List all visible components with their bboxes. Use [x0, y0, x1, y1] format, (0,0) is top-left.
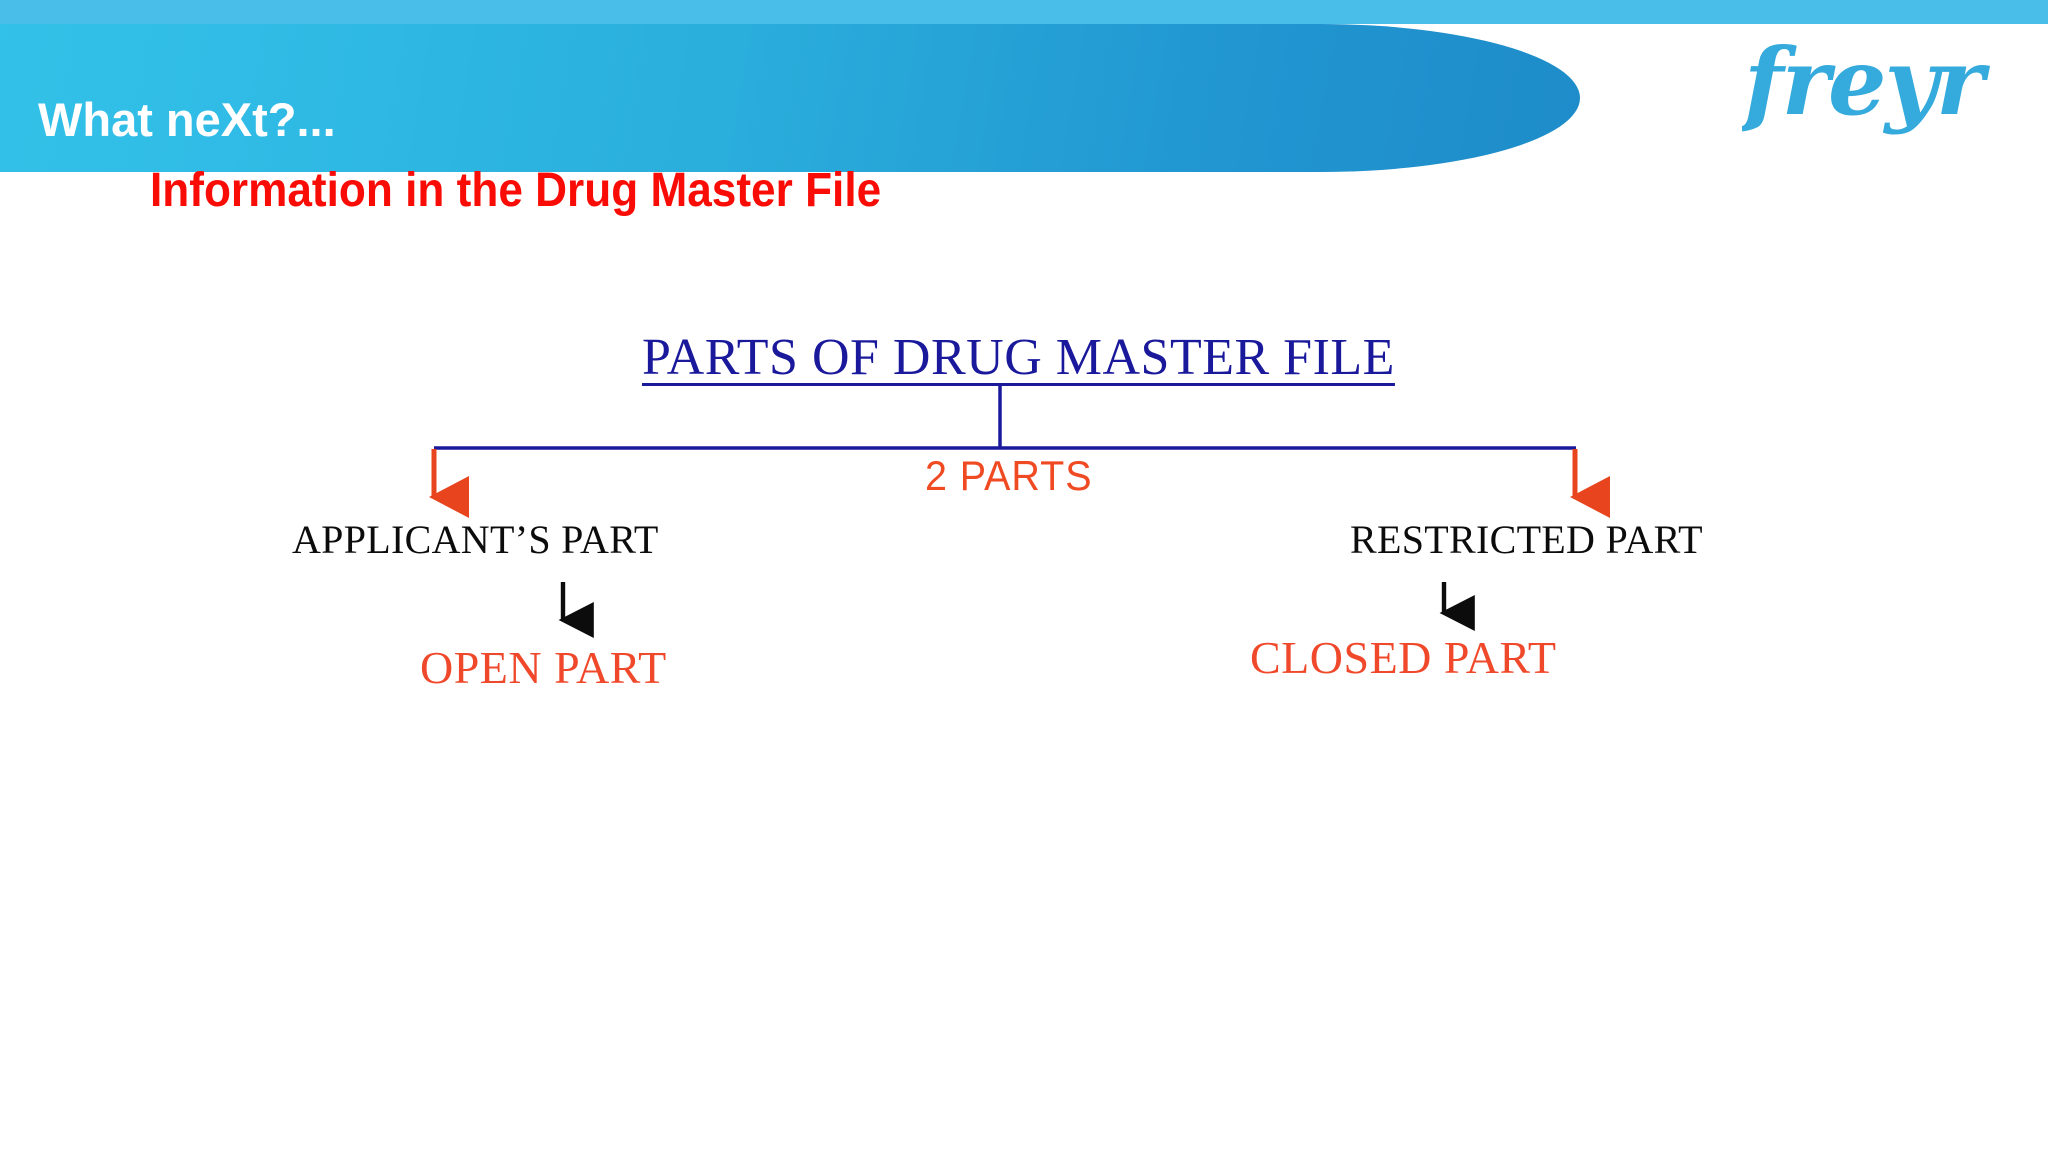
banner-title: What neXt?...	[38, 93, 336, 146]
top-accent-strip	[0, 0, 2048, 24]
header-banner: What neXt?...	[0, 0, 2048, 180]
banner-shape	[0, 24, 1580, 172]
page-title: Information in the Drug Master File	[150, 164, 882, 217]
freyr-logo: freyr	[1742, 26, 1992, 144]
drug-master-file-tree-diagram: PARTS OF DRUG MASTER FILE 2 PARTS APPLIC…	[0, 300, 2048, 800]
freyr-logo-text: freyr	[1742, 28, 1991, 136]
diagram-branch-label-applicants-part: APPLICANT’S PART	[292, 517, 659, 562]
diagram-connectors	[428, 386, 1610, 639]
diagram-leaf-label-closed-part: CLOSED PART	[1250, 632, 1557, 683]
diagram-branch-label-restricted-part: RESTRICTED PART	[1350, 517, 1703, 562]
diagram-split-label: 2 PARTS	[925, 452, 1093, 499]
diagram-leaf-label-open-part: OPEN PART	[420, 642, 667, 693]
diagram-root-label: PARTS OF DRUG MASTER FILE	[642, 329, 1395, 386]
